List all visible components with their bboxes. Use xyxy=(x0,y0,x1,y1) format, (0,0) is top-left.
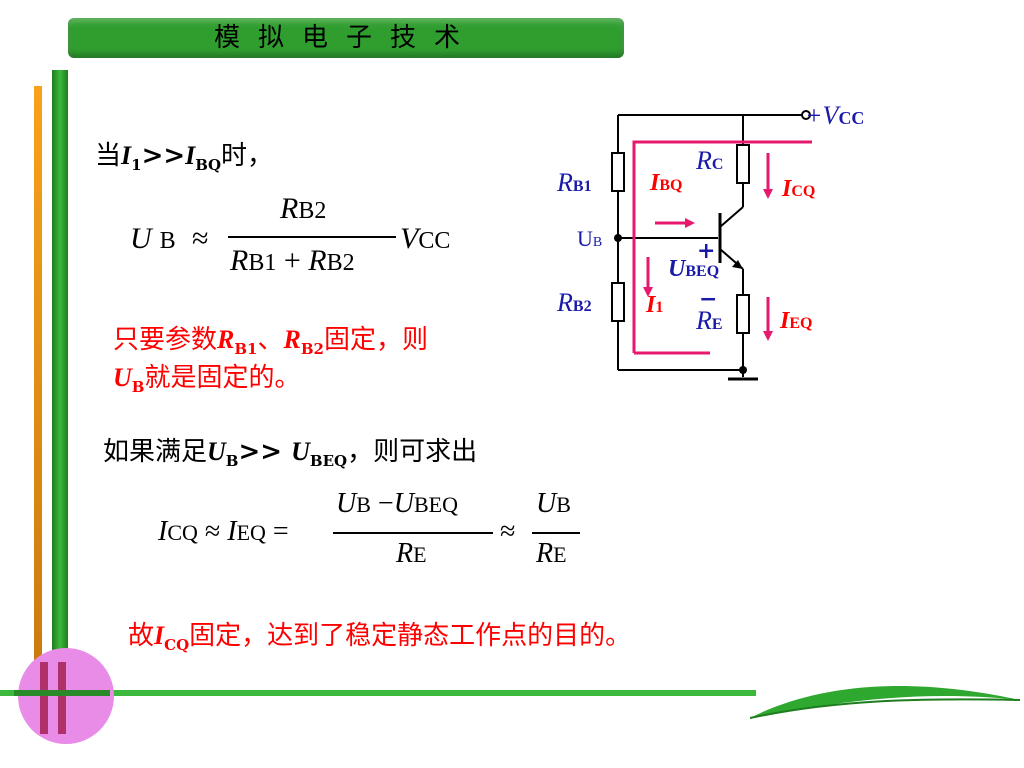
label-i1: I1 xyxy=(646,292,664,318)
red1-sep: 、 xyxy=(257,325,284,355)
f2-approx1: ≈ xyxy=(204,516,221,547)
if-b: ，则可求出 xyxy=(347,437,478,467)
red-statement-line1: 只要参数RB1、RB2固定，则 xyxy=(113,324,428,365)
f2-den2: R xyxy=(536,538,554,569)
f2-fraction-bar1 xyxy=(333,532,493,534)
f2-den2-sub: E xyxy=(553,542,567,567)
red1-b: 固定，则 xyxy=(323,325,428,355)
red1-rb1: R xyxy=(217,325,235,354)
formula-icq: ICQ ≈ IEQ = UB −UBEQ RE ≈ UB RE xyxy=(158,488,588,584)
label-re: RE xyxy=(696,306,723,335)
if-line: 如果满足UB>> UBEQ，则可求出 xyxy=(103,436,477,477)
f1-den-plus: + xyxy=(283,244,301,277)
if-ubeq-sub: BEQ xyxy=(309,452,348,470)
f2-i1: I xyxy=(158,516,168,547)
label-icq: ICQ xyxy=(782,176,816,202)
header-title: 模拟电子技术 xyxy=(213,23,478,53)
if-ubeq: U xyxy=(291,437,310,466)
concl-a: 故 xyxy=(128,621,155,651)
red1-rb2: R xyxy=(283,325,301,354)
red2-b: 就是固定的。 xyxy=(144,363,301,393)
f1-approx: ≈ xyxy=(192,222,209,255)
f2-den: R xyxy=(396,538,414,569)
f1-num-sub: B2 xyxy=(298,198,327,224)
f2-num2: U xyxy=(536,488,557,519)
f2-num-minus: − xyxy=(377,488,394,519)
concl-b: 固定，达到了稳定静态工作点的目的。 xyxy=(189,621,632,651)
red1-rb1-sub: B1 xyxy=(234,340,258,358)
label-vcc: +VCC xyxy=(805,101,865,130)
conclusion-line: 故ICQ固定，达到了稳定静态工作点的目的。 xyxy=(128,620,631,661)
if-ub: U xyxy=(207,437,226,466)
red1-rb2-sub: B2 xyxy=(300,340,324,358)
decor-bar-green xyxy=(52,70,68,710)
decor-circle-bar1 xyxy=(40,662,48,734)
f1-rhs-sub: CC xyxy=(418,228,451,254)
cond-i1: I xyxy=(121,141,132,170)
rb1-resistor xyxy=(611,152,625,192)
f2-i2: I xyxy=(227,516,237,547)
f1-den-b: R xyxy=(308,244,327,277)
decor-swoosh xyxy=(749,686,1021,719)
circuit-diagram xyxy=(611,110,812,381)
label-rc: RC xyxy=(696,146,724,175)
label-ubeq: UBEQ xyxy=(668,256,720,282)
condition-line: 当I1>>IBQ时， xyxy=(95,140,273,181)
red1-a: 只要参数 xyxy=(113,325,218,355)
label-rb2: RB2 xyxy=(557,288,592,317)
f1-rhs: V xyxy=(400,222,419,255)
cond-suffix: 时， xyxy=(221,141,274,171)
f2-num-b-sub: BEQ xyxy=(413,492,458,517)
f2-approx2: ≈ xyxy=(500,516,516,547)
label-ub: UB xyxy=(577,226,603,251)
label-ibq: IBQ xyxy=(650,170,683,196)
f2-eq: = xyxy=(272,516,289,547)
concl-i-sub: CQ xyxy=(164,636,190,654)
f1-den-a-sub: B1 xyxy=(248,250,277,276)
f2-num-b: U xyxy=(393,488,414,519)
if-ub-sub: B xyxy=(225,452,239,470)
decor-circle-bar2 xyxy=(58,662,66,734)
f1-den-b-sub: B2 xyxy=(326,250,355,276)
decor-bar-orange xyxy=(34,86,42,706)
label-rb1: RB1 xyxy=(557,168,592,197)
f2-num2-sub: B xyxy=(556,492,571,517)
f2-num-a-sub: B xyxy=(356,492,371,517)
f1-lhs: U xyxy=(130,222,152,255)
label-plus: + xyxy=(697,238,716,264)
if-gg: >> xyxy=(238,437,292,467)
red-statement-line2: UB就是固定的。 xyxy=(113,362,300,403)
f1-num: R xyxy=(280,192,299,225)
re-resistor xyxy=(736,294,750,334)
f2-num-a: U xyxy=(336,488,357,519)
if-a: 如果满足 xyxy=(103,437,208,467)
cond-i1-sub: 1 xyxy=(131,156,142,174)
label-ieq: IEQ xyxy=(780,308,813,334)
rc-resistor xyxy=(736,144,750,184)
f1-den-a: R xyxy=(230,244,249,277)
f1-lhs-sub: B xyxy=(159,228,176,254)
header-banner: 模拟电子技术 xyxy=(68,18,624,58)
red2-ub-sub: B xyxy=(131,378,145,396)
red2-ub: U xyxy=(113,363,132,392)
f1-fraction-bar xyxy=(228,236,396,238)
f2-i2-sub: EQ xyxy=(236,520,266,545)
cond-gg: >> xyxy=(141,141,186,171)
f2-den-sub: E xyxy=(413,542,427,567)
cond-ibq: I xyxy=(185,141,196,170)
f2-fraction-bar2 xyxy=(532,532,580,534)
decor-circle xyxy=(18,648,114,744)
decor-circle-hbar xyxy=(14,690,110,696)
cond-ibq-sub: BQ xyxy=(195,156,222,174)
decor-bar-bottom-green xyxy=(0,690,756,696)
concl-i: I xyxy=(154,621,165,650)
f2-i1-sub: CQ xyxy=(167,520,198,545)
cond-prefix: 当 xyxy=(95,141,122,171)
label-minus: − xyxy=(699,286,718,312)
rb2-resistor xyxy=(611,282,625,322)
